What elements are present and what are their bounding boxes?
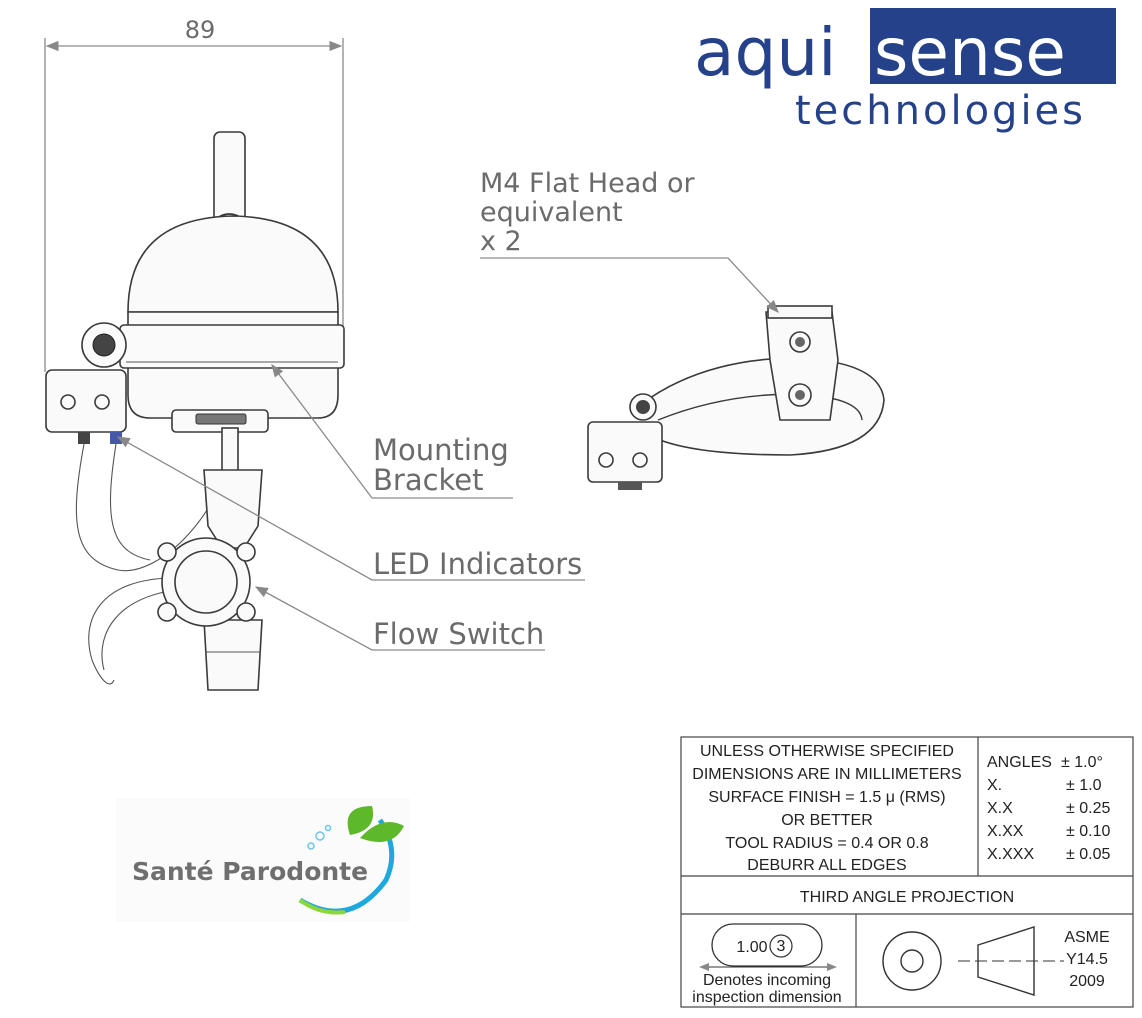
- note-line: SURFACE FINISH = 1.5 μ (RMS): [708, 789, 945, 806]
- tolerance-table: ANGLES ± 1.0° X. ± 1.0 X.X ± 0.25 X.XX ±…: [987, 754, 1110, 863]
- sante-ring-accent: [298, 898, 346, 915]
- callout-mounting-line1: Mounting: [373, 433, 509, 467]
- sante-logo-text: Santé Parodonte: [132, 857, 368, 886]
- tolerance-label: X.XX: [987, 823, 1024, 840]
- callout-flow-switch: Flow Switch: [373, 617, 544, 651]
- leaf-icon: [360, 822, 404, 842]
- bracket-detail-drawing: [587, 305, 885, 490]
- bubble-icon: [324, 824, 332, 832]
- callout-screw-line3: x 2: [480, 226, 522, 257]
- projection-label: THIRD ANGLE PROJECTION: [800, 889, 1014, 906]
- logo-highlight-box: [870, 8, 1116, 84]
- logo-text-aqui: aqui: [694, 14, 837, 91]
- tolerance-value: ± 1.0: [1066, 777, 1102, 794]
- sensor-assembly-drawing: [45, 131, 345, 691]
- sante-parodonte-logo: Santé Parodonte: [116, 798, 410, 922]
- projection-symbol-icon: [882, 926, 1064, 996]
- logo-text-technologies: technologies: [795, 88, 1086, 134]
- standard-line3: 2009: [1069, 973, 1105, 990]
- tolerance-label: ANGLES: [987, 754, 1052, 771]
- inspection-value: 1.00: [736, 939, 767, 956]
- inspection-note-line1: Denotes incoming: [703, 972, 831, 989]
- width-dimension: 89: [44, 16, 344, 372]
- tolerance-label: X.X: [987, 800, 1013, 817]
- aquisense-logo: aqui sense technologies: [694, 8, 1116, 134]
- general-notes: UNLESS OTHERWISE SPECIFIED DIMENSIONS AR…: [692, 743, 961, 874]
- tolerance-value: ± 1.0°: [1061, 754, 1103, 771]
- callout-led-indicators: LED Indicators: [373, 547, 582, 581]
- standard-line2: Y14.5: [1066, 951, 1108, 968]
- bubble-icon: [315, 831, 325, 841]
- dimension-value: 89: [185, 16, 216, 44]
- leaf-icon: [347, 806, 374, 835]
- note-line: DEBURR ALL EDGES: [747, 857, 906, 874]
- note-line: OR BETTER: [781, 812, 873, 829]
- tolerance-value: ± 0.05: [1066, 846, 1110, 863]
- leader-lines: [116, 257, 779, 651]
- tolerance-label: X.: [987, 777, 1002, 794]
- inspection-number: 3: [777, 938, 786, 955]
- logo-text-sense: sense: [874, 14, 1066, 91]
- inspection-symbol: 1.00 3 Denotes incoming inspection dimen…: [692, 923, 842, 1006]
- note-line: TOOL RADIUS = 0.4 OR 0.8: [725, 835, 928, 852]
- tolerance-value: ± 0.10: [1066, 823, 1110, 840]
- callout-labels: M4 Flat Head or equivalent x 2 Mounting …: [373, 168, 696, 651]
- callout-mounting-line2: Bracket: [373, 463, 484, 497]
- bubble-icon: [307, 842, 315, 850]
- callout-screw-line2: equivalent: [480, 197, 623, 228]
- inspection-note-line2: inspection dimension: [692, 989, 841, 1006]
- tolerance-value: ± 0.25: [1066, 800, 1110, 817]
- title-block: UNLESS OTHERWISE SPECIFIED DIMENSIONS AR…: [680, 736, 1134, 1008]
- tolerance-label: X.XXX: [987, 846, 1034, 863]
- note-line: UNLESS OTHERWISE SPECIFIED: [700, 743, 954, 760]
- callout-screw-line1: M4 Flat Head or: [480, 168, 696, 199]
- standard-line1: ASME: [1064, 929, 1109, 946]
- note-line: DIMENSIONS ARE IN MILLIMETERS: [692, 766, 961, 783]
